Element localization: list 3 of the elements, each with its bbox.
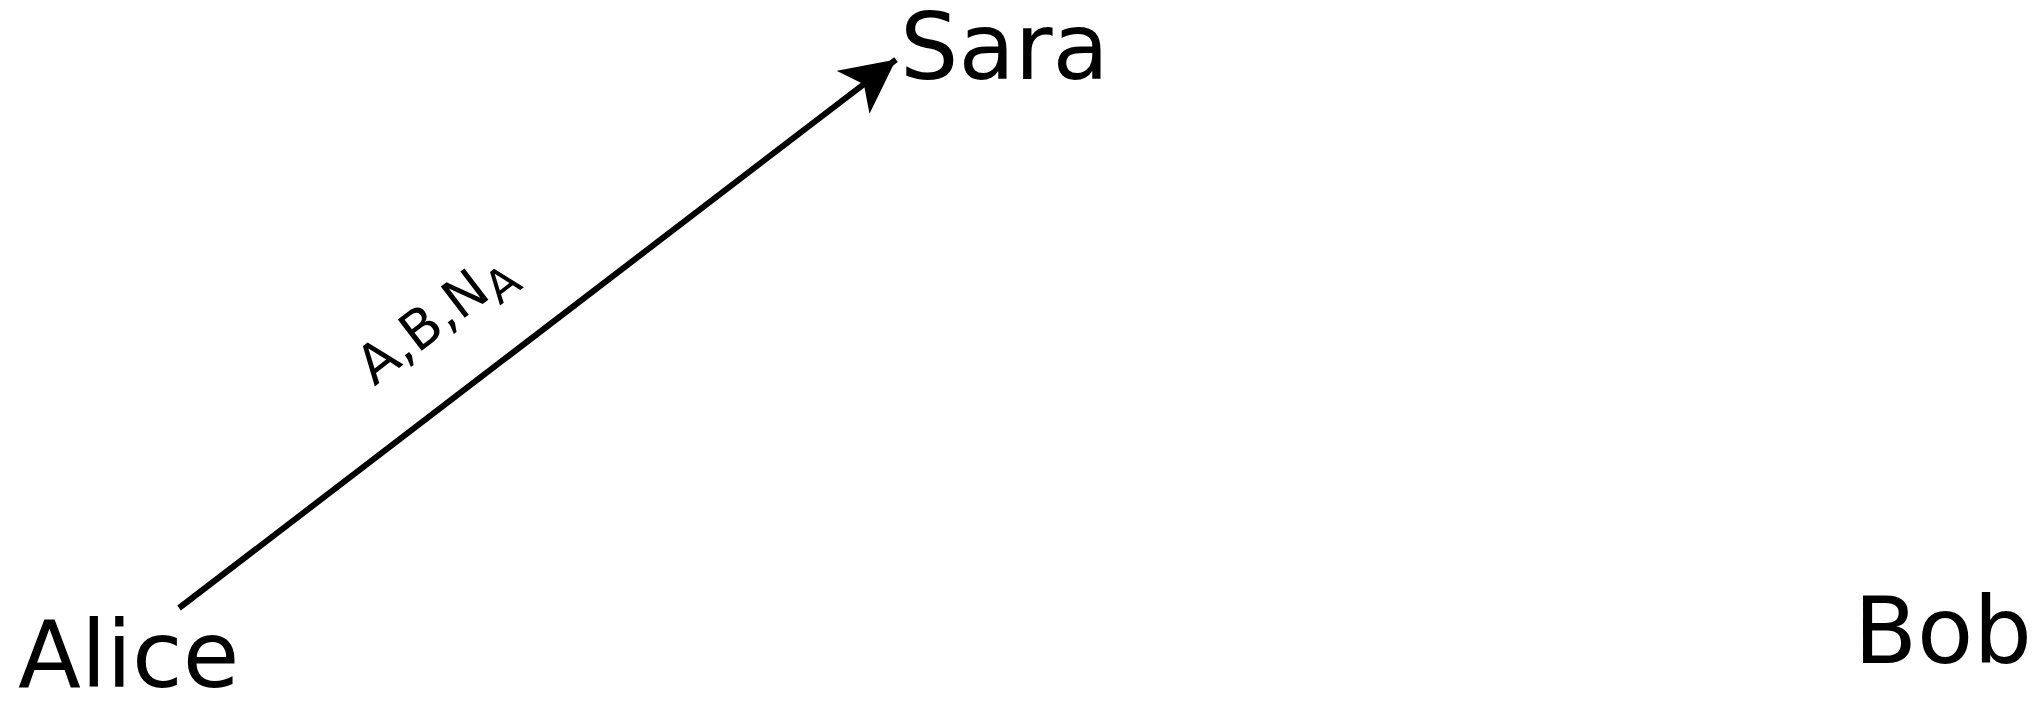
- node-label: Alice: [14, 608, 244, 704]
- node-label: Bob: [1850, 584, 2036, 680]
- node-label: Sara: [896, 0, 1113, 96]
